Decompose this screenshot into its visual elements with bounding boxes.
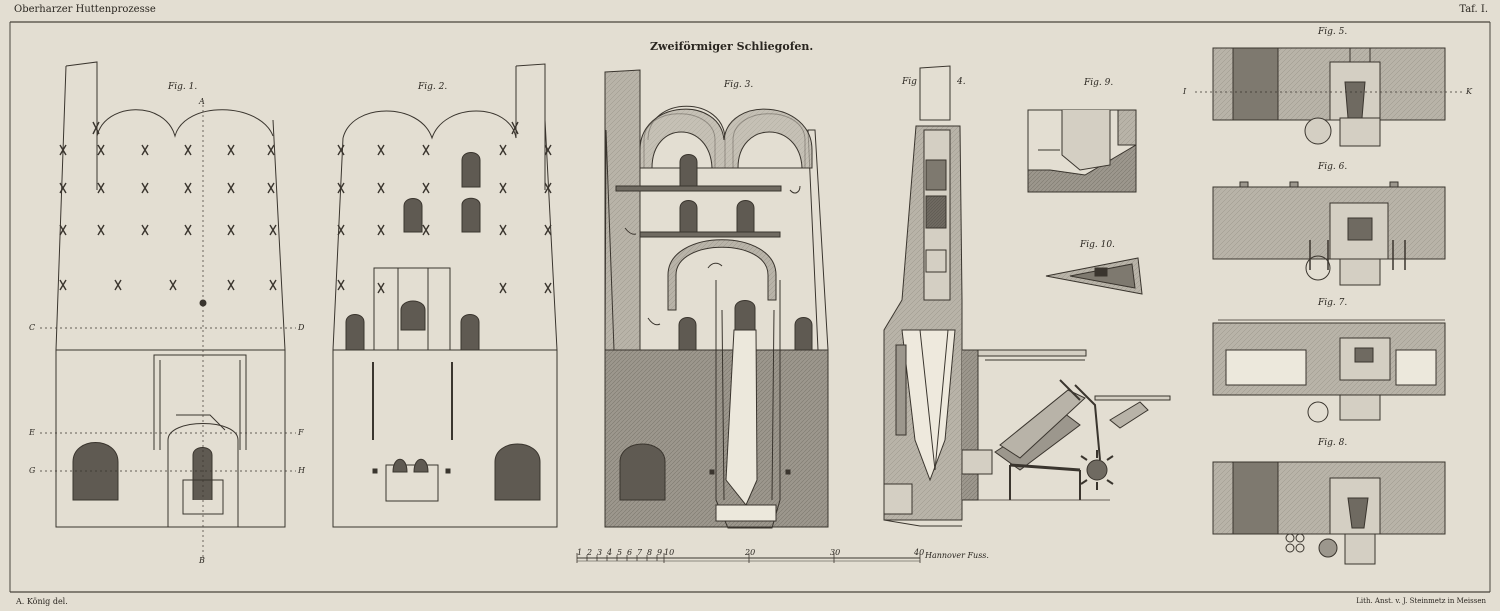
fig-9-detail [1027, 109, 1137, 193]
fig-6-label: Fig. 6. [1318, 162, 1348, 172]
section-letter-f: F [298, 428, 304, 437]
fig-8-label: Fig. 8. [1318, 438, 1348, 448]
fig-2-label: Fig. 2. [418, 82, 448, 92]
lithographer-credit: Lith. Anst. v. J. Steinmetz in Meissen [1356, 597, 1486, 605]
section-letter-k: K [1466, 87, 1472, 96]
fig-8-plan [1212, 461, 1446, 565]
section-letter-e: E [29, 428, 35, 437]
fig-4-section [883, 65, 1171, 527]
fig-4-label-a: Fig [902, 77, 917, 87]
scale-tick-9: 9 [657, 548, 663, 557]
scale-tick-2: 2 [587, 548, 593, 557]
plate-border [9, 21, 1491, 593]
scale-tick-20: 20 [745, 548, 756, 557]
fig-3-section [604, 69, 829, 529]
plate-title: Zweiförmiger Schliegofen. [650, 40, 814, 53]
section-letter-i: I [1183, 87, 1187, 96]
scale-tick-1: 1 [577, 548, 583, 557]
section-letter-h: H [298, 466, 305, 475]
scale-tick-7: 7 [637, 548, 643, 557]
fig-10-detail [1045, 257, 1143, 295]
fig-3-label: Fig. 3. [724, 80, 754, 90]
fig-5-plan [1195, 47, 1462, 147]
section-letter-a: A [199, 97, 205, 106]
scale-tick-4: 4 [607, 548, 613, 557]
scale-tick-10: 10 [664, 548, 675, 557]
section-letter-c: C [29, 323, 36, 332]
section-letter-d: D [298, 323, 305, 332]
draftsman-credit: A. König del. [16, 597, 68, 606]
fig-6-plan [1212, 181, 1446, 286]
plate-number: Taf. I. [1459, 4, 1488, 15]
section-letter-g: G [29, 466, 36, 475]
fig-1-label: Fig. 1. [168, 82, 198, 92]
scale-tick-8: 8 [647, 548, 653, 557]
scale-tick-30: 30 [830, 548, 841, 557]
fig-10-label: Fig. 10. [1080, 240, 1115, 250]
scale-tick-5: 5 [617, 548, 623, 557]
fig-5-label: Fig. 5. [1318, 27, 1348, 37]
header-left-title: Oberharzer Huttenprozesse [14, 4, 156, 15]
fig-1-elevation [40, 61, 296, 560]
scale-bar [576, 553, 921, 563]
fig-7-plan [1212, 319, 1446, 423]
scale-unit: Hannover Fuss. [925, 551, 989, 560]
section-letter-b: B [199, 556, 205, 565]
fig-9-label: Fig. 9. [1084, 78, 1114, 88]
fig-2-elevation [332, 63, 558, 528]
scale-tick-40: 40 [914, 548, 925, 557]
fig-4-label-b: 4. [957, 77, 966, 87]
fig-7-label: Fig. 7. [1318, 298, 1348, 308]
scale-tick-6: 6 [627, 548, 633, 557]
scale-tick-3: 3 [597, 548, 603, 557]
